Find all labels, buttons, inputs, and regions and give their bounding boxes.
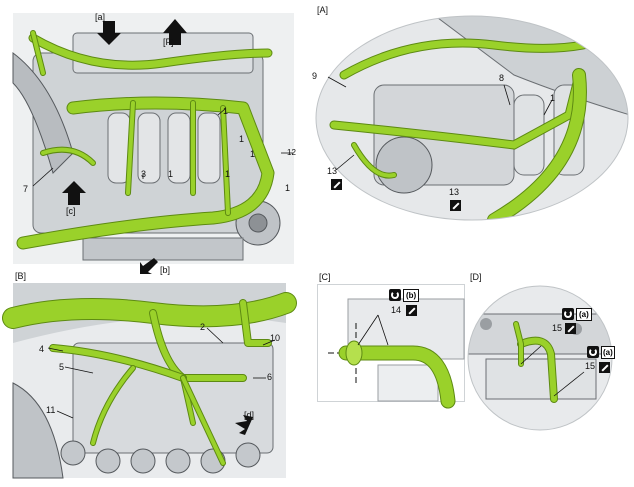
detail-a-callout-13: 13	[449, 187, 460, 197]
detail-c-illustration	[328, 298, 465, 409]
view-label-a: [a]	[95, 12, 106, 22]
detail-a-callout-1: 1	[550, 93, 556, 103]
callout-1: 1	[285, 183, 291, 193]
view-arrow-b	[140, 258, 158, 274]
callout-1: 1	[168, 169, 174, 179]
detail-a-illustration	[315, 15, 629, 221]
callout-1: 1	[225, 169, 231, 179]
detail-b-callout-10: 10	[270, 333, 281, 343]
view-label-b: [b]	[160, 265, 171, 275]
view-label-front: [F]	[163, 37, 174, 47]
detail-a-callout-13: 13	[327, 166, 338, 176]
callout-7: 7	[23, 184, 29, 194]
detail-d-callout-15: 15	[585, 361, 596, 371]
torque-spec-icon	[406, 305, 417, 316]
detail-d-illustration	[467, 285, 613, 431]
detail-b-panel: 2 10 4 5 6 11 [d]	[2, 283, 297, 479]
view-label-d: [d]	[244, 410, 255, 420]
detail-b-callout-2: 2	[200, 322, 206, 332]
wrench-icon	[389, 289, 401, 301]
detail-d-label: [D]	[470, 272, 482, 282]
callout-1: 1	[250, 149, 256, 159]
detail-b-label: [B]	[15, 271, 27, 281]
detail-d-panel: (a) 15 (a) 15	[466, 284, 615, 432]
detail-c-label: [C]	[319, 272, 331, 282]
detail-d-callout-15: 15	[552, 323, 563, 333]
torque-spec-icon	[331, 179, 342, 190]
wrench-icon	[587, 346, 599, 358]
detail-c-callout-14: 14	[391, 305, 402, 315]
detail-b-illustration	[2, 283, 297, 479]
detail-b-callout-6: 6	[267, 372, 273, 382]
callout-1: 1	[223, 106, 229, 116]
detail-c-panel: (b) 14	[317, 284, 465, 409]
torque-spec-a: (a)	[576, 308, 592, 321]
torque-spec-b: (b)	[403, 289, 420, 302]
wrench-icon	[562, 308, 574, 320]
overview-panel: [a] [F] [c] 1 1 1 3 1 1 12 7 1	[12, 12, 296, 264]
view-label-c: [c]	[66, 206, 76, 216]
callout-3: 3	[141, 169, 147, 179]
torque-spec-icon	[565, 323, 576, 334]
callout-12: 12	[287, 148, 296, 157]
engine-overview-illustration	[12, 13, 294, 264]
torque-spec-icon	[599, 362, 610, 373]
detail-a-callout-9: 9	[312, 71, 318, 81]
torque-spec-a: (a)	[601, 346, 615, 359]
detail-b-callout-5: 5	[59, 362, 65, 372]
detail-a-panel: 9 8 1 13 13	[312, 15, 630, 222]
detail-b-callout-4: 4	[39, 344, 45, 354]
callout-1: 1	[239, 134, 245, 144]
detail-a-label: [A]	[317, 5, 329, 15]
torque-spec-icon	[450, 200, 461, 211]
detail-a-callout-8: 8	[499, 73, 505, 83]
detail-b-callout-11: 11	[46, 405, 56, 415]
